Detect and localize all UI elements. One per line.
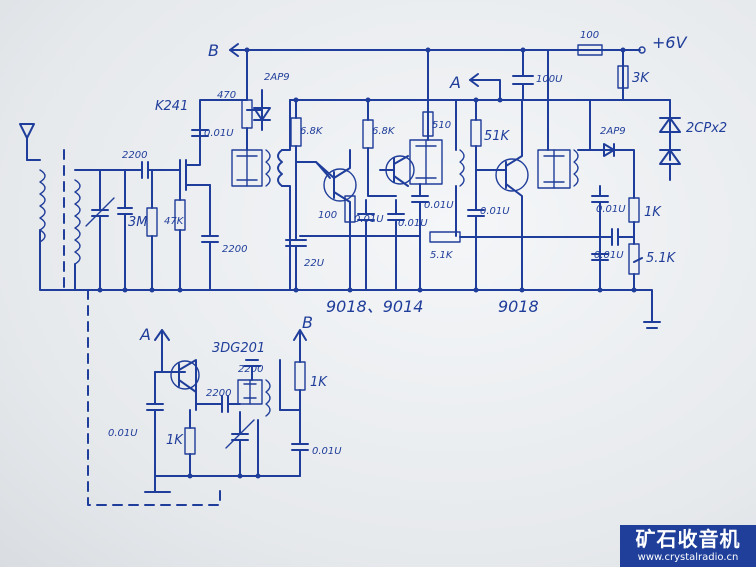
label-c-001-f: 0.01U bbox=[596, 204, 626, 215]
site-watermark: 矿石收音机 www.crystalradio.cn bbox=[620, 525, 756, 567]
wires bbox=[19, 43, 681, 506]
watermark-title: 矿石收音机 bbox=[635, 527, 741, 551]
label-osc-tr: 3DG201 bbox=[212, 341, 265, 356]
label-c-2200-d: 2200 bbox=[206, 388, 231, 399]
label-b-top: B bbox=[208, 41, 219, 60]
label-a-osc: A bbox=[139, 325, 151, 344]
labels: B +6V 100 100U 3K 2CPx2 A 2AP9 2AP9 470 … bbox=[108, 30, 727, 457]
label-c-001-e: 0.01U bbox=[480, 206, 510, 217]
label-b-osc: B bbox=[302, 313, 313, 332]
label-r-1k-mid: 1K bbox=[644, 205, 662, 220]
label-r-51k-b: 5.1K bbox=[430, 250, 454, 261]
label-k241: K241 bbox=[155, 99, 188, 114]
label-c-001-h: 0.01U bbox=[312, 446, 342, 457]
label-r-1k-c: 1K bbox=[310, 375, 328, 390]
label-vcc: +6V bbox=[652, 33, 688, 52]
label-tr-9018-9014: 9018、9014 bbox=[326, 297, 423, 316]
label-r-100-top: 100 bbox=[580, 30, 599, 41]
label-r-68k-a: 6.8K bbox=[300, 126, 324, 137]
label-r-51k-c: 5.1K bbox=[646, 251, 677, 266]
label-c-2200-b: 2200 bbox=[222, 244, 247, 255]
label-r-51k-a: 51K bbox=[484, 129, 511, 144]
label-tr-9018: 9018 bbox=[498, 297, 539, 316]
label-c-2200-a: 2200 bbox=[122, 150, 147, 161]
label-r-3k: 3K bbox=[632, 71, 650, 86]
label-r-100-mid: 100 bbox=[318, 210, 337, 221]
label-c-001-d: 0.01U bbox=[424, 200, 454, 211]
label-c-2200-c: 2200 bbox=[238, 364, 263, 375]
label-c-22u: 22U bbox=[304, 258, 325, 269]
label-zener: 2CPx2 bbox=[686, 121, 727, 136]
label-diode2: 2AP9 bbox=[600, 126, 626, 137]
label-r-3m: 3M bbox=[128, 215, 148, 230]
watermark-url: www.crystalradio.cn bbox=[637, 552, 739, 563]
label-r-470: 470 bbox=[217, 90, 236, 101]
label-r-47k: 47K bbox=[164, 216, 185, 227]
label-c-001-a: 0.01U bbox=[204, 128, 234, 139]
label-c-001-b: 0.01U bbox=[354, 214, 384, 225]
label-c-001-c: 0.01U bbox=[398, 218, 428, 229]
label-diode1: 2AP9 bbox=[264, 72, 290, 83]
label-r-1k-b: 1K bbox=[166, 433, 184, 448]
label-c-100u: 100U bbox=[536, 74, 563, 85]
label-a-top: A bbox=[449, 73, 461, 92]
label-r-68k-b: 6.8K bbox=[372, 126, 396, 137]
label-c-0015: 0.01U bbox=[594, 250, 624, 261]
label-c-001-g: 0.01U bbox=[108, 428, 138, 439]
label-r-510: 510 bbox=[432, 120, 451, 131]
